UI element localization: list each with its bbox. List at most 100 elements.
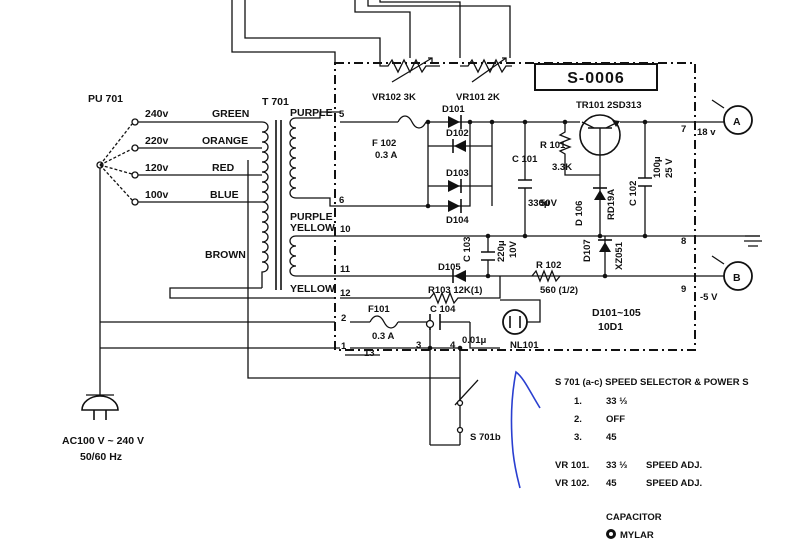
top-feed-wires xyxy=(231,0,511,62)
board-id-box xyxy=(534,63,658,91)
bridge-diodes xyxy=(425,115,495,213)
ac-plug xyxy=(81,394,119,420)
out-minus5v: -5 V xyxy=(700,292,718,303)
mylar-symbol-center xyxy=(609,532,613,536)
vr101-pot xyxy=(460,57,512,83)
tap-120v: 120v xyxy=(145,162,169,174)
pin-9: 9 xyxy=(681,284,686,295)
ac-voltage: AC100 V ~ 240 V xyxy=(62,435,144,447)
c102 xyxy=(638,119,652,239)
s701b-label: S 701b xyxy=(470,432,501,443)
pin-1: 1 xyxy=(341,341,347,352)
c101-label: C 101 xyxy=(512,154,538,165)
pin-5: 5 xyxy=(339,109,345,120)
sec-yellow-mid: YELLOW xyxy=(290,222,335,234)
nl101-label: NL101 xyxy=(510,340,539,351)
c103-d105 xyxy=(452,233,495,283)
d102-label: D102 xyxy=(446,128,469,139)
c104-label: C 104 xyxy=(430,304,456,315)
tap-100v: 100v xyxy=(145,189,169,201)
r101-value: 3.3K xyxy=(552,162,572,173)
f101-label: F101 xyxy=(368,304,390,315)
zener-d106 xyxy=(593,175,607,239)
output-terminals xyxy=(700,99,762,291)
tap-color-green: GREEN xyxy=(212,108,249,120)
r101-label: R 101 xyxy=(540,140,566,151)
vr-legend-1-a: 33 ⅓ xyxy=(606,460,627,471)
pu-label: PU 701 xyxy=(88,93,123,105)
d106-label: D 106 xyxy=(574,201,585,226)
pin-11: 11 xyxy=(340,264,351,275)
tr101-label: TR101 2SD313 xyxy=(576,100,641,111)
c101-r101 xyxy=(518,119,600,239)
f101-value: 0.3 A xyxy=(372,331,394,342)
d101-label: D101 xyxy=(442,104,465,115)
vr-legend-2-a: 45 xyxy=(606,478,617,489)
legend-1-num: 1. xyxy=(574,396,582,407)
pin-4: 4 xyxy=(450,340,456,351)
c102-label: C 102 xyxy=(628,181,639,206)
sec-yellow-bot: YELLOW xyxy=(290,283,335,295)
c101-value: 330μ xyxy=(528,198,550,209)
vr-legend-1-num: VR 101. xyxy=(555,460,589,471)
ac-frequency: 50/60 Hz xyxy=(80,451,122,463)
output-b: B xyxy=(733,272,741,284)
vr-legend-2-b: SPEED ADJ. xyxy=(646,478,702,489)
tap-220v: 220v xyxy=(145,135,169,147)
transistor-tr101 xyxy=(579,114,621,175)
vr102-pot xyxy=(379,57,440,83)
vr-legend-1-b: SPEED ADJ. xyxy=(646,460,702,471)
c102-value: 100μ xyxy=(652,156,663,178)
pin-10: 10 xyxy=(340,224,351,235)
d104-label: D104 xyxy=(446,215,469,226)
diode-note-1: D101~105 xyxy=(592,307,641,319)
mylar-label: MYLAR xyxy=(620,530,654,541)
f102-label: F 102 xyxy=(372,138,396,149)
pin-13: 13 xyxy=(364,348,375,359)
main-rails xyxy=(340,115,760,305)
board-outline xyxy=(334,62,696,351)
board-id: S-0006 xyxy=(567,70,625,87)
f102-value: 0.3 A xyxy=(375,150,397,161)
legend-2-num: 2. xyxy=(574,414,582,425)
brown-label: BROWN xyxy=(205,249,246,261)
c101-voltage: 50V xyxy=(540,198,558,209)
d105-label: D105 xyxy=(438,262,461,273)
tap-selector xyxy=(96,118,262,206)
pin-8: 8 xyxy=(681,236,686,247)
d103-label: D103 xyxy=(446,168,469,179)
secondary-leads xyxy=(296,111,340,277)
vr101-label: VR101 2K xyxy=(456,92,500,103)
diode-note-2: 10D1 xyxy=(598,321,623,333)
r102 xyxy=(531,269,561,283)
output-a: A xyxy=(733,116,741,128)
legend-title: S 701 (a-c) SPEED SELECTOR & POWER S xyxy=(555,377,749,388)
vr102-label: VR102 3K xyxy=(372,92,416,103)
capacitor-title: CAPACITOR xyxy=(606,512,662,523)
d107-label: D107 xyxy=(582,239,593,262)
c102-voltage: 25 V xyxy=(664,158,675,178)
out-18v: 18 v xyxy=(697,127,716,138)
tap-color-blue: BLUE xyxy=(210,189,239,201)
vr-legend-2-num: VR 102. xyxy=(555,478,589,489)
c103-value: 220μ xyxy=(496,240,507,262)
pin-6: 6 xyxy=(339,195,344,206)
tap-240v: 240v xyxy=(145,108,169,120)
r103-label: R103 12K(1) xyxy=(428,285,482,296)
pin-2: 2 xyxy=(341,313,346,324)
pin-12: 12 xyxy=(340,288,351,299)
sec-purple-top: PURPLE xyxy=(290,107,333,119)
xz051-label: XZ051 xyxy=(614,241,625,270)
legend-2-text: OFF xyxy=(606,414,625,425)
c103-voltage: 10V xyxy=(508,240,519,258)
mains-section xyxy=(99,160,541,446)
legend-3-num: 3. xyxy=(574,432,582,443)
pin-7: 7 xyxy=(681,124,686,135)
transformer-label: T 701 xyxy=(262,96,289,108)
r102-value: 560 (1/2) xyxy=(540,285,578,296)
c104-value: 0.01μ xyxy=(462,335,486,346)
legend-3-text: 45 xyxy=(606,432,617,443)
r102-label: R 102 xyxy=(536,260,561,271)
